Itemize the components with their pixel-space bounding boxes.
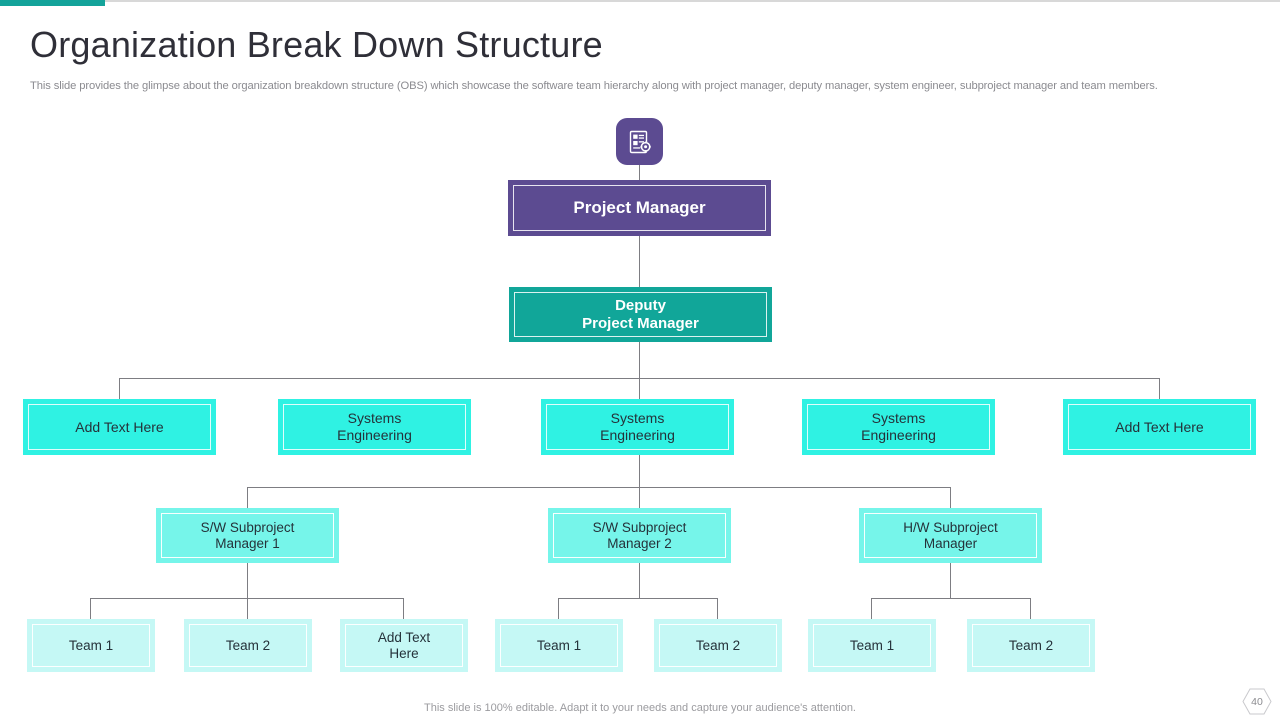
page-number: 40 [1251,695,1263,708]
node-label: Team 1 [61,638,121,654]
node-label: Add Text Here [67,419,171,436]
node-label: Project Manager [573,197,706,217]
top-divider-rule [0,0,1280,2]
node-label-line2: Manager [923,535,978,551]
node-team-1a[interactable]: Team 1 [27,619,155,672]
node-label: Add Text Here [370,630,438,662]
node-label: Deputy Project Manager [574,297,707,332]
node-label: Systems Engineering [853,410,944,443]
node-label: Team 2 [688,638,748,654]
node-sw-subproject-manager-2[interactable]: S/W Subproject Manager 2 [548,508,731,563]
node-label-line1: Add Text Here [75,418,164,435]
node-label: S/W Subproject Manager 2 [585,520,695,552]
footer-note: This slide is 100% editable. Adapt it to… [424,702,856,714]
node-label: Team 2 [218,638,278,654]
node-label-line2: Manager 2 [607,535,672,551]
top-accent-bar [0,0,105,6]
node-label-line2: Engineering [337,427,412,443]
node-systems-engineering-4[interactable]: Systems Engineering [802,399,995,455]
node-label-line2: Here [389,645,419,661]
page-subtitle: This slide provides the glimpse about th… [30,80,1158,92]
node-label: S/W Subproject Manager 1 [193,520,303,552]
node-systems-engineering-1[interactable]: Add Text Here [23,399,216,455]
node-team-1b[interactable]: Team 1 [495,619,623,672]
node-label: Team 1 [529,638,589,654]
node-label-line1: S/W Subproject [200,519,295,535]
node-label-line1: Team 2 [225,637,271,653]
node-team-1c[interactable]: Team 1 [808,619,936,672]
node-label-line1: Deputy [615,296,666,314]
node-label-line1: Systems [610,410,665,427]
node-label-line1: Team 1 [849,637,895,653]
node-label: H/W Subproject Manager [895,520,1006,552]
document-gear-icon [629,130,651,153]
document-gear-icon-badge [616,118,663,165]
node-label-line1: Team 1 [536,637,582,653]
node-sw-subproject-manager-1[interactable]: S/W Subproject Manager 1 [156,508,339,563]
node-label-line1: Team 2 [695,637,741,653]
node-label-line2: Engineering [600,427,675,443]
node-label-line2: Engineering [861,427,936,443]
node-label: Team 2 [1001,638,1061,654]
node-label-line2: Manager 1 [215,535,280,551]
node-label: Systems Engineering [592,410,683,443]
node-label-line1: Systems [347,410,402,427]
node-label: Systems Engineering [329,410,420,443]
hexagon-icon [1242,688,1272,715]
node-label-line2: Project Manager [582,314,699,332]
node-label-line1: Add Text [377,629,431,645]
node-deputy-project-manager[interactable]: Deputy Project Manager [509,287,772,342]
node-systems-engineering-3[interactable]: Systems Engineering [541,399,734,455]
page-title: Organization Break Down Structure [30,24,603,65]
node-label-line1: S/W Subproject [592,519,687,535]
node-project-manager[interactable]: Project Manager [508,180,771,236]
node-label-line1: Team 2 [1008,637,1054,653]
node-systems-engineering-2[interactable]: Systems Engineering [278,399,471,455]
node-label: Team 1 [842,638,902,654]
node-team-2c[interactable]: Team 2 [967,619,1095,672]
node-label-line1: Team 1 [68,637,114,653]
node-hw-subproject-manager[interactable]: H/W Subproject Manager [859,508,1042,563]
node-add-text-here-team[interactable]: Add Text Here [340,619,468,672]
node-team-2a[interactable]: Team 2 [184,619,312,672]
node-label: Add Text Here [1107,419,1211,436]
page-number-badge: 40 [1242,688,1272,715]
node-label-line1: H/W Subproject [903,519,998,535]
node-team-2b[interactable]: Team 2 [654,619,782,672]
node-systems-engineering-5[interactable]: Add Text Here [1063,399,1256,455]
node-label-line1: Add Text Here [1115,418,1204,435]
node-label-line1: Systems [871,410,926,427]
